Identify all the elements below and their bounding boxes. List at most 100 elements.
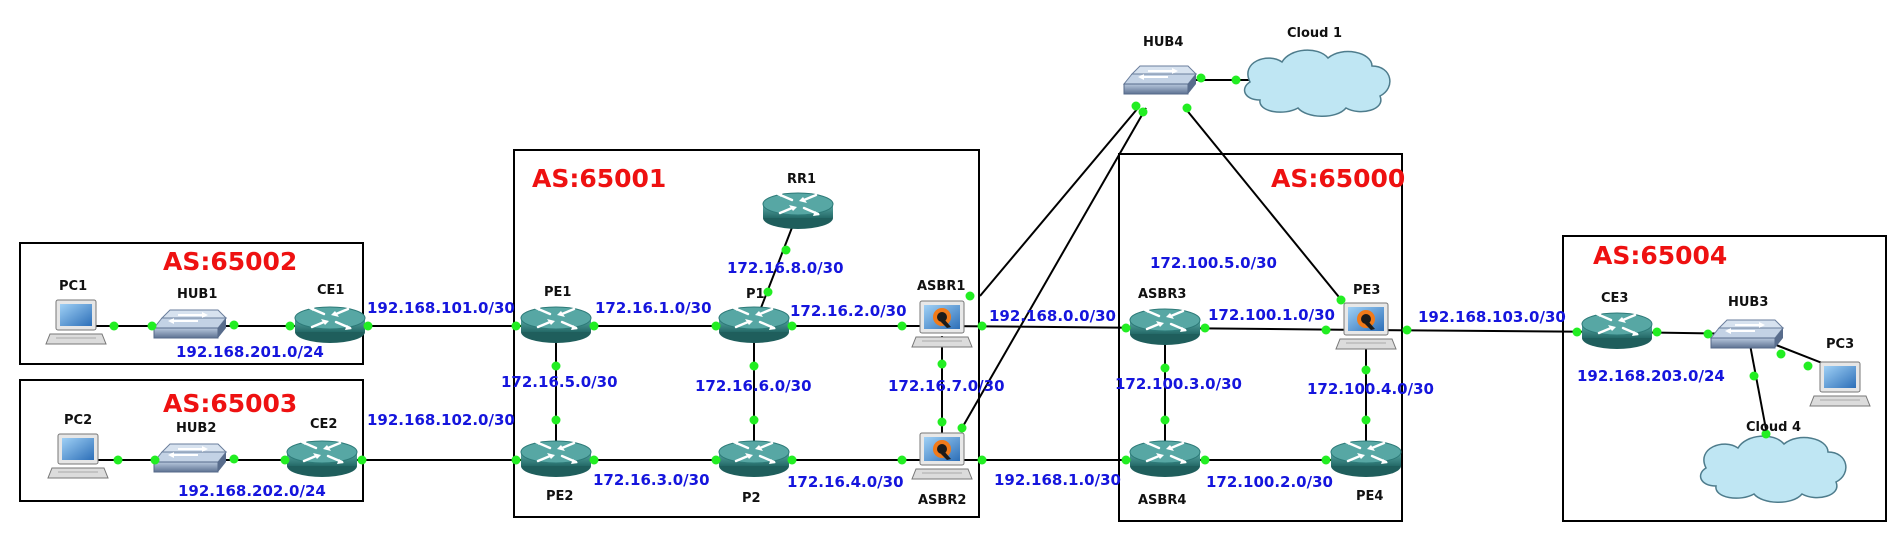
asbr2-workstation-icon <box>911 432 973 480</box>
router-ce1[interactable] <box>293 304 367 345</box>
ce1-router-icon <box>293 304 367 345</box>
p2-router-icon <box>717 438 791 479</box>
subnet-192-168-103: 192.168.103.0/30 <box>1418 308 1566 326</box>
hub2-icon <box>153 443 227 473</box>
pe1-label: PE1 <box>544 285 571 300</box>
as65003-box <box>19 379 364 502</box>
hub2[interactable] <box>153 443 227 473</box>
subnet-192-168-201: 192.168.201.0/24 <box>176 343 324 361</box>
as65001-label: AS:65001 <box>532 164 666 193</box>
cloud1-label: Cloud 1 <box>1287 26 1342 41</box>
hub1-icon <box>153 309 227 339</box>
hub1[interactable] <box>153 309 227 339</box>
asbr1-label: ASBR1 <box>917 279 965 294</box>
pc3-icon <box>1809 361 1871 407</box>
hub2-label: HUB2 <box>176 421 216 436</box>
subnet-172-16-7: 172.16.7.0/30 <box>888 377 1005 395</box>
asbr4-label: ASBR4 <box>1138 493 1186 508</box>
ce3-router-icon <box>1580 310 1654 351</box>
router-p2[interactable] <box>717 438 791 479</box>
pe3[interactable] <box>1335 302 1397 350</box>
pc1-label: PC1 <box>59 279 87 294</box>
as65000-box <box>1118 153 1403 522</box>
hub4-label: HUB4 <box>1143 35 1183 50</box>
ce2-label: CE2 <box>310 417 337 432</box>
subnet-192-168-102: 192.168.102.0/30 <box>367 411 515 429</box>
subnet-172-100-2: 172.100.2.0/30 <box>1206 473 1333 491</box>
router-pe4[interactable] <box>1329 438 1403 479</box>
as65003-label: AS:65003 <box>163 389 297 418</box>
p1-label: P1 <box>746 287 765 302</box>
ce1-label: CE1 <box>317 283 344 298</box>
subnet-172-100-1: 172.100.1.0/30 <box>1208 306 1335 324</box>
as65004-box <box>1562 235 1887 522</box>
asbr1-workstation-icon <box>911 300 973 348</box>
hub4-icon <box>1123 65 1197 95</box>
cloud1-icon <box>1243 49 1391 117</box>
link-asbr1-hub4 <box>979 107 1139 297</box>
as65000-label: AS:65000 <box>1271 164 1405 193</box>
subnet-172-100-4: 172.100.4.0/30 <box>1307 380 1434 398</box>
router-asbr3[interactable] <box>1128 306 1202 347</box>
subnet-192-168-202: 192.168.202.0/24 <box>178 482 326 500</box>
asbr4-router-icon <box>1128 438 1202 479</box>
asbr3-router-icon <box>1128 306 1202 347</box>
link-hub4-pe3 <box>1184 107 1344 303</box>
as65001-box <box>513 149 980 518</box>
subnet-192-168-203: 192.168.203.0/24 <box>1577 367 1725 385</box>
pc1[interactable] <box>45 299 107 345</box>
p2-label: P2 <box>742 491 761 506</box>
pe2-router-icon <box>519 438 593 479</box>
link-hub3-cloud4 <box>1747 333 1769 441</box>
links <box>76 79 1841 461</box>
pe4-router-icon <box>1329 438 1403 479</box>
as65002-box <box>19 242 364 365</box>
link-asbr2-hub4 <box>961 107 1147 429</box>
subnet-192-168-1: 192.168.1.0/30 <box>994 471 1121 489</box>
subnet-172-16-1: 172.16.1.0/30 <box>595 299 712 317</box>
pc3[interactable] <box>1809 361 1871 407</box>
subnet-172-16-3: 172.16.3.0/30 <box>593 471 710 489</box>
as65002-label: AS:65002 <box>163 247 297 276</box>
subnet-172-16-8: 172.16.8.0/30 <box>727 259 844 277</box>
router-asbr4[interactable] <box>1128 438 1202 479</box>
cloud4-icon <box>1699 435 1847 503</box>
hub3[interactable] <box>1710 319 1784 349</box>
pc3-label: PC3 <box>1826 337 1854 352</box>
pe2-label: PE2 <box>546 489 573 504</box>
subnet-172-100-3: 172.100.3.0/30 <box>1115 375 1242 393</box>
pe1-router-icon <box>519 304 593 345</box>
pc2[interactable] <box>47 433 109 479</box>
cloud-4[interactable] <box>1699 435 1847 503</box>
subnet-172-16-6: 172.16.6.0/30 <box>695 377 812 395</box>
pc1-icon <box>45 299 107 345</box>
ce2-router-icon <box>285 438 359 479</box>
router-pe1[interactable] <box>519 304 593 345</box>
asbr3-label: ASBR3 <box>1138 287 1186 302</box>
router-p1[interactable] <box>717 304 791 345</box>
pc2-label: PC2 <box>64 413 92 428</box>
as65004-label: AS:65004 <box>1593 241 1727 270</box>
router-ce3[interactable] <box>1580 310 1654 351</box>
cloud-1[interactable] <box>1243 49 1391 117</box>
asbr1[interactable] <box>911 300 973 348</box>
hub4[interactable] <box>1123 65 1197 95</box>
pe3-label: PE3 <box>1353 283 1380 298</box>
port-dots <box>109 73 1813 465</box>
subnet-172-16-2: 172.16.2.0/30 <box>790 302 907 320</box>
rr1-router-icon <box>761 190 835 231</box>
router-ce2[interactable] <box>285 438 359 479</box>
asbr2-label: ASBR2 <box>918 493 966 508</box>
p1-router-icon <box>717 304 791 345</box>
hub3-icon <box>1710 319 1784 349</box>
router-pe2[interactable] <box>519 438 593 479</box>
pc2-icon <box>47 433 109 479</box>
subnet-172-100-5: 172.100.5.0/30 <box>1150 254 1277 272</box>
cloud4-label: Cloud 4 <box>1746 420 1801 435</box>
pe4-label: PE4 <box>1356 489 1383 504</box>
subnet-172-16-4: 172.16.4.0/30 <box>787 473 904 491</box>
rr1-label: RR1 <box>787 172 816 187</box>
asbr2[interactable] <box>911 432 973 480</box>
router-rr1[interactable] <box>761 190 835 231</box>
subnet-192-168-101: 192.168.101.0/30 <box>367 299 515 317</box>
